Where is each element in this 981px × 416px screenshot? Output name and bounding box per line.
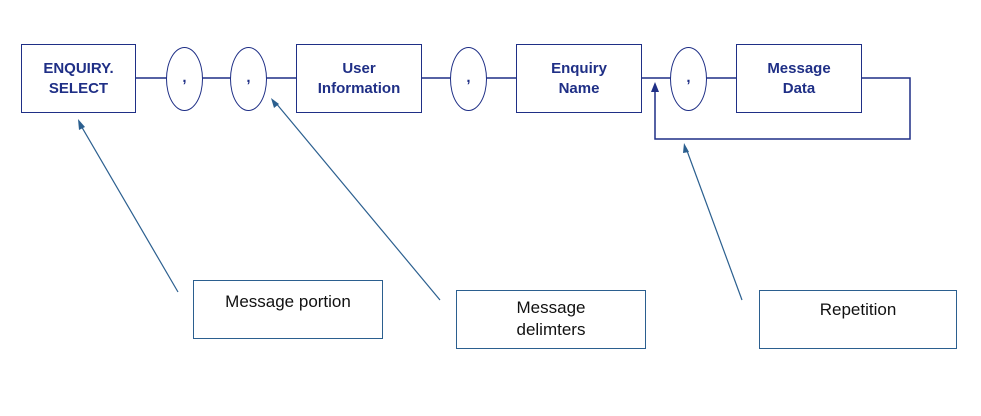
delimiter-oval-1: , <box>166 47 203 111</box>
message-data-label: Message Data <box>767 59 831 97</box>
enquiry-select-box: ENQUIRY. SELECT <box>21 44 136 113</box>
enquiry-select-label: ENQUIRY. SELECT <box>43 59 114 97</box>
callout-message-delimiters-label: Message delimters <box>516 298 586 339</box>
pointer-arrowhead-delimiters <box>271 98 279 108</box>
callout-message-delimiters: Message delimters <box>456 290 646 349</box>
enquiry-name-label: Enquiry Name <box>551 59 607 97</box>
delimiter-oval-4: , <box>670 47 707 111</box>
delimiter-label-4: , <box>686 68 691 86</box>
user-information-box: User Information <box>296 44 422 113</box>
callout-repetition: Repetition <box>759 290 957 349</box>
enquiry-name-box: Enquiry Name <box>516 44 642 113</box>
delimiter-label-1: , <box>182 68 187 86</box>
delimiter-label-3: , <box>466 68 471 86</box>
message-data-box: Message Data <box>736 44 862 113</box>
user-information-label: User Information <box>317 59 401 97</box>
delimiter-label-2: , <box>246 68 251 86</box>
repetition-arrowhead <box>651 82 659 92</box>
pointer-arrowhead-repetition <box>683 143 689 153</box>
delimiter-oval-3: , <box>450 47 487 111</box>
callout-repetition-label: Repetition <box>819 300 897 319</box>
callout-message-portion-label: Message portion <box>225 292 351 311</box>
pointer-arrowhead-message-portion <box>78 119 85 130</box>
delimiter-oval-2: , <box>230 47 267 111</box>
callout-message-portion: Message portion <box>193 280 383 339</box>
